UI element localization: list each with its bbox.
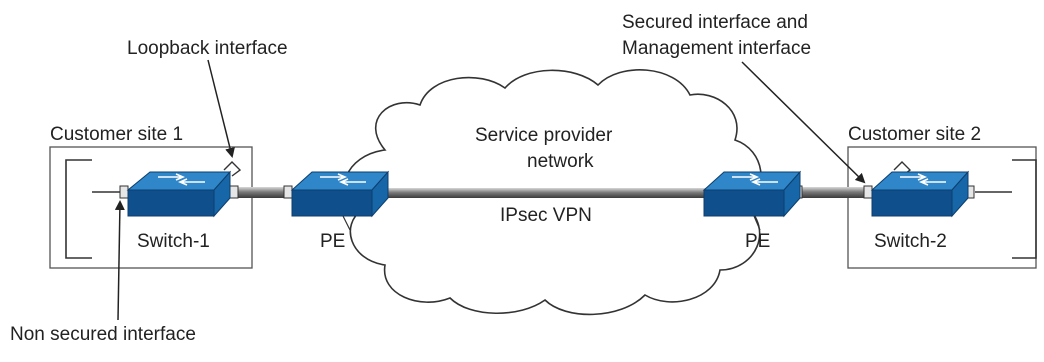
switch-1-label: Switch-1 — [137, 231, 210, 252]
switch-icon — [870, 170, 970, 218]
ipsec-vpn-tunnel — [388, 188, 706, 198]
customer-site-1-box — [49, 146, 253, 269]
switch-icon — [290, 170, 390, 218]
switch-icon — [702, 170, 802, 218]
arrow-icon — [114, 200, 125, 321]
pe-left-label: PE — [320, 231, 345, 252]
port — [119, 185, 129, 199]
secured-label-line2: Management interface — [622, 38, 811, 59]
switch-2-label: Switch-2 — [874, 231, 947, 252]
arrow-icon — [741, 61, 866, 184]
loopback-loop-icon — [223, 161, 242, 177]
host-bracket-right — [1012, 159, 1037, 259]
loopback-label: Loopback interface — [127, 38, 288, 59]
link-switch1-pe — [238, 187, 290, 198]
pe-label-tick — [753, 215, 761, 231]
link-pe-switch2 — [800, 187, 868, 198]
secured-label-line1: Secured interface and — [622, 12, 808, 33]
cloud-label-line2: network — [527, 151, 594, 172]
port — [283, 185, 293, 199]
switch-icon — [126, 170, 232, 218]
non-secured-label: Non secured interface — [10, 324, 196, 345]
port — [229, 185, 239, 199]
host-bracket-left — [65, 159, 92, 259]
customer-site-2-label: Customer site 2 — [848, 124, 981, 145]
arrow-icon — [207, 59, 235, 158]
cloud-label-line1: Service provider — [475, 125, 613, 146]
port — [863, 185, 873, 199]
ipsec-vpn-label: IPsec VPN — [500, 205, 592, 226]
pe-right-label: PE — [745, 231, 770, 252]
customer-site-1-label: Customer site 1 — [50, 124, 183, 145]
pe-label-tick — [342, 215, 351, 231]
